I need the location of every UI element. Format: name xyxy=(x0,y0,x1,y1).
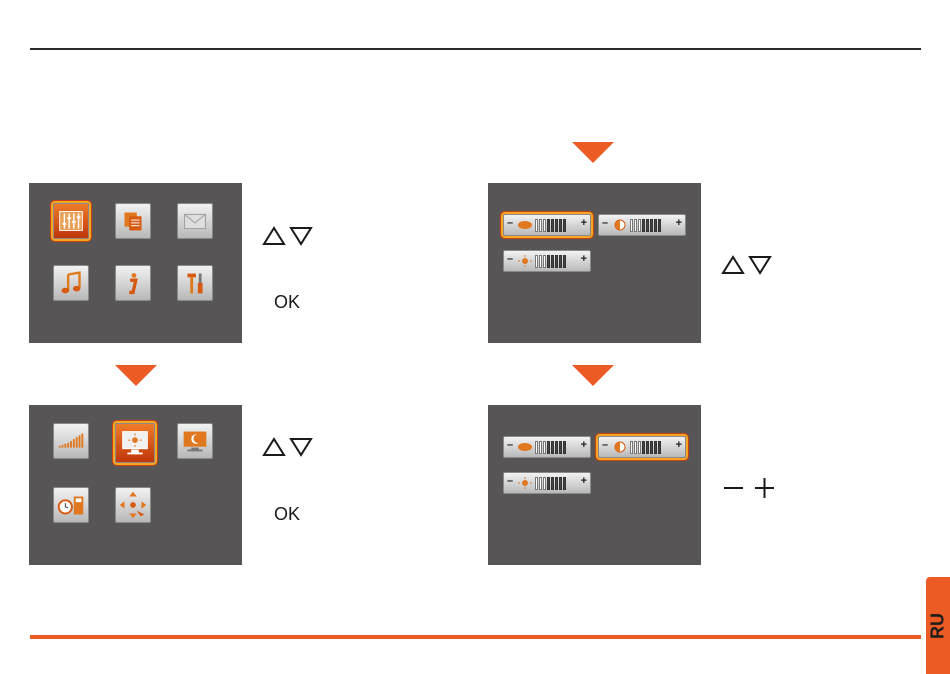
contrast-slider[interactable]: – + xyxy=(598,214,686,236)
equalizer-icon[interactable] xyxy=(53,203,89,239)
screen-sliders-1: – + – + – + xyxy=(488,183,701,343)
nav-arrows-3 xyxy=(721,255,781,275)
signal-bars-icon[interactable] xyxy=(53,423,89,459)
flow-arrow-3 xyxy=(572,365,614,386)
top-rule xyxy=(30,48,921,50)
level-bars xyxy=(630,441,661,454)
brightness-slider[interactable]: – + xyxy=(503,250,591,272)
level-bars xyxy=(535,255,566,268)
plus-icon: + xyxy=(676,439,682,451)
flow-arrow-1 xyxy=(115,365,157,386)
screen-main-menu xyxy=(29,183,242,343)
plus-icon: + xyxy=(581,217,587,229)
color-saturation-icon xyxy=(517,441,533,453)
language-code: RU xyxy=(928,613,949,639)
plus-icon: + xyxy=(581,253,587,265)
minus-icon: – xyxy=(507,475,513,487)
minus-icon: – xyxy=(507,217,513,229)
plus-icon: + xyxy=(581,439,587,451)
up-arrow-icon xyxy=(264,439,284,455)
brightness-icon xyxy=(517,477,533,489)
level-bars xyxy=(535,219,566,232)
minus-icon: – xyxy=(602,439,608,451)
info-icon[interactable] xyxy=(115,265,151,301)
up-arrow-icon xyxy=(723,257,743,273)
nav-arrows-2 xyxy=(262,437,322,457)
minus-plus-controls xyxy=(722,477,782,497)
level-bars xyxy=(535,441,566,454)
color-slider[interactable]: – + xyxy=(503,214,591,236)
down-arrow-icon xyxy=(750,257,770,273)
down-arrow-icon xyxy=(291,228,311,244)
down-arrow-icon xyxy=(291,439,311,455)
contrast-slider[interactable]: – + xyxy=(598,436,686,458)
screen-display-menu xyxy=(29,405,242,565)
minus-icon: – xyxy=(507,439,513,451)
bottom-rule xyxy=(30,635,921,639)
contrast-icon xyxy=(612,219,628,231)
ok-label-2: OK xyxy=(274,504,300,525)
ok-label-1: OK xyxy=(274,292,300,313)
screen-sliders-2: – + – + – + xyxy=(488,405,701,565)
nav-arrows-1 xyxy=(262,226,322,246)
documents-icon[interactable] xyxy=(115,203,151,239)
tools-icon[interactable] xyxy=(177,265,213,301)
minus-icon: – xyxy=(507,253,513,265)
plus-icon: + xyxy=(581,475,587,487)
display-night-icon[interactable] xyxy=(177,423,213,459)
color-saturation-icon xyxy=(517,219,533,231)
mail-icon[interactable] xyxy=(177,203,213,239)
language-tab: RU xyxy=(926,577,950,674)
clock-calendar-icon[interactable] xyxy=(53,487,89,523)
brightness-icon xyxy=(517,255,533,267)
display-brightness-icon[interactable] xyxy=(115,423,155,463)
level-bars xyxy=(535,477,566,490)
color-slider[interactable]: – + xyxy=(503,436,591,458)
brightness-slider[interactable]: – + xyxy=(503,472,591,494)
minus-icon: – xyxy=(602,217,608,229)
level-bars xyxy=(630,219,661,232)
flow-arrow-2 xyxy=(572,142,614,163)
contrast-icon xyxy=(612,441,628,453)
music-icon[interactable] xyxy=(53,265,89,301)
arrows-move-icon[interactable] xyxy=(115,487,151,523)
plus-icon: + xyxy=(676,217,682,229)
up-arrow-icon xyxy=(264,228,284,244)
